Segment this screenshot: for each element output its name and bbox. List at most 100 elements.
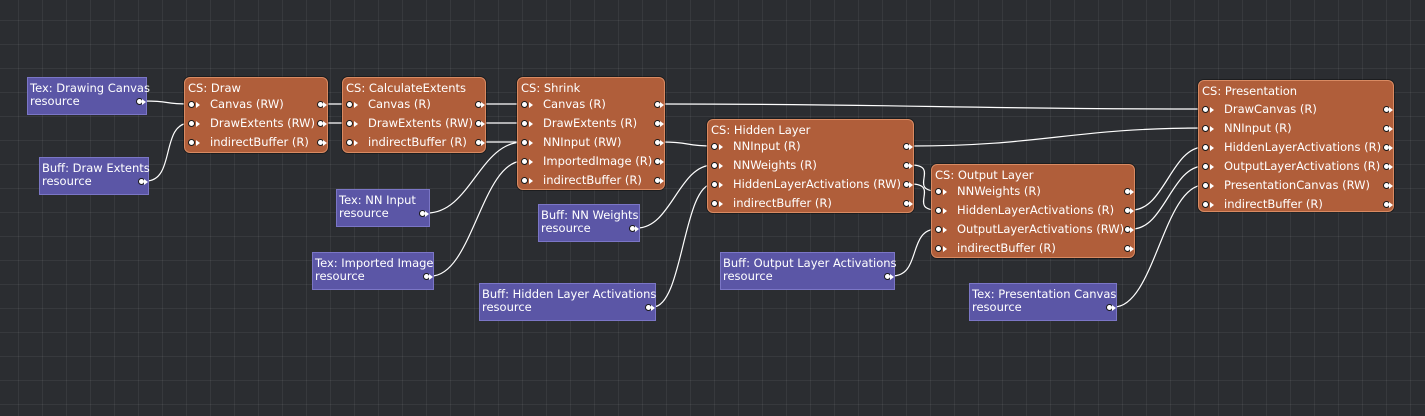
output-arrow-icon (660, 140, 664, 146)
output-arrow-icon (1389, 183, 1393, 189)
output-arrow-icon (481, 140, 485, 146)
output-arrow-icon (429, 274, 433, 280)
output-arrow-icon (1130, 189, 1134, 195)
input-arrow-icon (943, 189, 947, 195)
input-pin-icon[interactable] (521, 101, 528, 108)
node-title: CS: Draw (188, 81, 241, 95)
input-pin-icon[interactable] (188, 139, 195, 146)
node-title: Tex: Imported Image (315, 256, 434, 270)
input-arrow-icon (943, 227, 947, 233)
input-pin-icon[interactable] (935, 207, 942, 214)
node-title: Tex: NN Input (339, 193, 416, 207)
input-pin-icon[interactable] (1202, 182, 1209, 189)
output-arrow-icon (1389, 202, 1393, 208)
slot-label: Canvas (R) (368, 97, 431, 111)
slot-label: resource (42, 174, 92, 188)
input-arrow-icon (196, 140, 200, 146)
slot-label: NNWeights (R) (957, 184, 1041, 198)
slot-label: resource (972, 300, 1022, 314)
input-pin-icon[interactable] (1202, 201, 1209, 208)
connection-wire (661, 103, 1205, 110)
slot-label: resource (723, 269, 773, 283)
input-pin-icon[interactable] (521, 139, 528, 146)
input-arrow-icon (1210, 126, 1214, 132)
input-pin-icon[interactable] (1202, 125, 1209, 132)
input-pin-icon[interactable] (188, 120, 195, 127)
slot-label: NNInput (RW) (543, 135, 622, 149)
input-pin-icon[interactable] (935, 226, 942, 233)
slot-label: HiddenLayerActivations (R) (957, 203, 1115, 217)
input-pin-icon[interactable] (346, 101, 353, 108)
input-arrow-icon (1210, 107, 1214, 113)
slot-label: NNInput (R) (733, 139, 801, 153)
input-arrow-icon (1210, 183, 1214, 189)
input-pin-icon[interactable] (521, 120, 528, 127)
output-arrow-icon (1389, 107, 1393, 113)
input-arrow-icon (943, 246, 947, 252)
slot-label: indirectBuffer (R) (1224, 197, 1323, 211)
output-arrow-icon (481, 102, 485, 108)
input-pin-icon[interactable] (521, 158, 528, 165)
input-pin-icon[interactable] (521, 177, 528, 184)
slot-label: resource (482, 300, 532, 314)
input-arrow-icon (529, 140, 533, 146)
slot-label: OutputLayerActivations (RW) (957, 222, 1125, 236)
output-arrow-icon (651, 305, 655, 311)
input-pin-icon[interactable] (346, 120, 353, 127)
slot-label: DrawCanvas (R) (1224, 102, 1317, 116)
input-pin-icon[interactable] (711, 181, 718, 188)
input-arrow-icon (719, 144, 723, 150)
output-arrow-icon (909, 201, 913, 207)
input-pin-icon[interactable] (1202, 163, 1209, 170)
input-arrow-icon (196, 102, 200, 108)
output-arrow-icon (1112, 305, 1116, 311)
slot-label: indirectBuffer (R) (368, 135, 467, 149)
node-title: CS: Output Layer (935, 168, 1034, 182)
slot-label: resource (541, 221, 591, 235)
output-arrow-icon (890, 274, 894, 280)
input-pin-icon[interactable] (935, 245, 942, 252)
output-arrow-icon (909, 144, 913, 150)
input-arrow-icon (354, 140, 358, 146)
input-pin-icon[interactable] (711, 162, 718, 169)
node-title: Buff: Output Layer Activations (723, 256, 897, 270)
input-pin-icon[interactable] (935, 188, 942, 195)
input-pin-icon[interactable] (1202, 144, 1209, 151)
connection-wire (1131, 146, 1205, 211)
connection-wire (430, 160, 524, 277)
output-arrow-icon (660, 121, 664, 127)
input-arrow-icon (529, 159, 533, 165)
slot-label: NNInput (R) (1224, 121, 1292, 135)
input-pin-icon[interactable] (1202, 106, 1209, 113)
slot-label: NNWeights (R) (733, 158, 817, 172)
input-pin-icon[interactable] (188, 101, 195, 108)
output-arrow-icon (1389, 145, 1393, 151)
connection-wire (661, 141, 714, 147)
slot-label: resource (315, 269, 365, 283)
output-arrow-icon (1389, 164, 1393, 170)
input-pin-icon[interactable] (711, 200, 718, 207)
slot-label: DrawExtents (RW) (368, 116, 474, 130)
input-pin-icon[interactable] (346, 139, 353, 146)
connection-wire (910, 127, 1205, 147)
slot-label: resource (339, 206, 389, 220)
slot-label: HiddenLayerActivations (RW) (733, 177, 901, 191)
input-pin-icon[interactable] (711, 143, 718, 150)
input-arrow-icon (529, 121, 533, 127)
slot-label: resource (30, 94, 80, 108)
